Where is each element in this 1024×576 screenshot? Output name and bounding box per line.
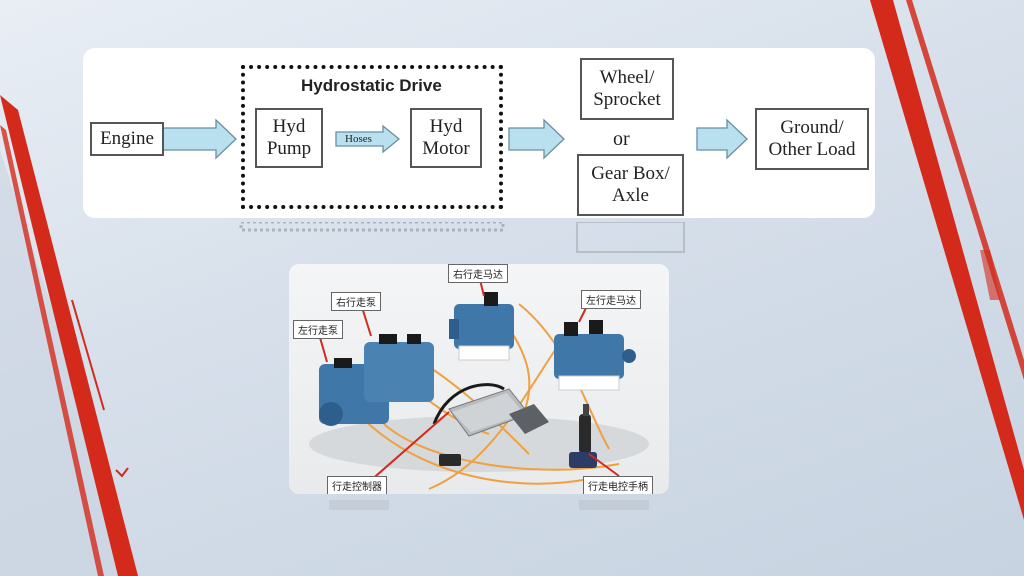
arrow-output-to-ground xyxy=(696,118,748,160)
label-right-motor: 右行走马达 xyxy=(448,264,508,283)
hydrostatic-drive-boundary xyxy=(241,65,503,209)
label-left-pump: 左行走泵 xyxy=(293,320,343,339)
hoses-label: Hoses xyxy=(345,133,372,145)
hyd-pump-box: Hyd Pump xyxy=(255,108,323,168)
label-joystick: 行走电控手柄 xyxy=(583,476,653,494)
photo-reflection xyxy=(289,498,669,528)
hyd-motor-box: Hyd Motor xyxy=(410,108,482,168)
arrow-motor-to-output xyxy=(508,118,565,160)
right-motor xyxy=(449,292,514,349)
label-controller: 行走控制器 xyxy=(327,476,387,494)
hydrostatic-drive-title: Hydrostatic Drive xyxy=(301,76,442,95)
hydraulic-components-photo: 右行走马达 右行走泵 左行走马达 左行走泵 行走控制器 行走电控手柄 xyxy=(289,264,669,494)
left-motor xyxy=(554,320,636,379)
label-left-motor: 左行走马达 xyxy=(581,290,641,309)
label-right-pump: 右行走泵 xyxy=(331,292,381,311)
joystick xyxy=(569,404,597,468)
arrow-engine-to-pump xyxy=(159,118,237,160)
gear-box-axle-box: Gear Box/ Axle xyxy=(577,154,684,216)
wheel-sprocket-box: Wheel/ Sprocket xyxy=(580,58,674,120)
arrow-pump-to-motor xyxy=(335,124,401,154)
flow-arrows xyxy=(159,118,748,160)
ground-load-box: Ground/ Other Load xyxy=(755,108,869,170)
engine-box: Engine xyxy=(90,122,164,156)
components-illustration xyxy=(309,275,649,490)
right-pump xyxy=(364,334,434,402)
block-diagram-panel: Engine Hydrostatic Drive Hyd Pump Hoses … xyxy=(83,48,875,218)
or-label: or xyxy=(613,128,630,150)
